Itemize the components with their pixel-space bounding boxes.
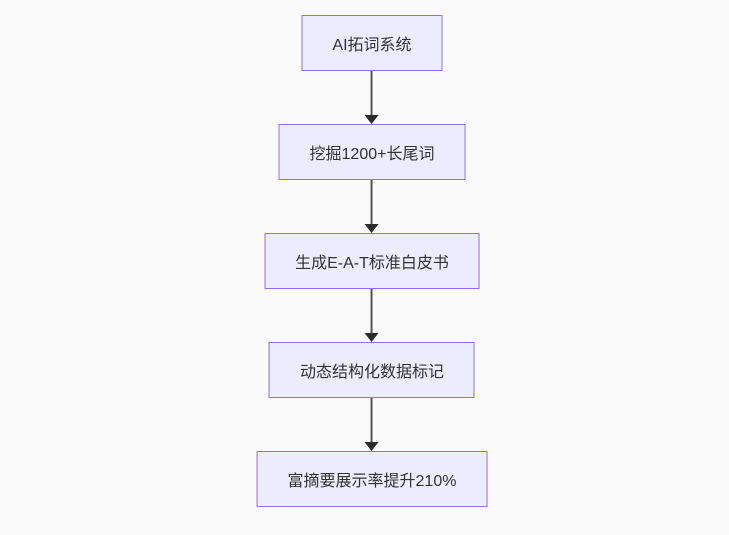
flow-node-ai-word-expansion-system: AI拓词系统	[301, 15, 443, 71]
arrow-connector-2	[365, 180, 379, 233]
flow-node-label: AI拓词系统	[332, 37, 412, 54]
flow-node-label: 富摘要展示率提升210%	[287, 473, 457, 490]
arrow-line	[371, 289, 373, 333]
flow-node-eat-whitepaper: 生成E-A-T标准白皮书	[264, 233, 480, 289]
flow-node-structured-data-markup: 动态结构化数据标记	[268, 342, 475, 398]
arrowhead-down-icon	[365, 115, 379, 124]
arrow-line	[371, 71, 373, 115]
flow-node-label: 生成E-A-T标准白皮书	[295, 255, 449, 272]
flow-node-label: 挖掘1200+长尾词	[309, 146, 435, 163]
arrow-line	[371, 398, 373, 442]
flow-node-rich-snippet-rate: 富摘要展示率提升210%	[256, 451, 488, 507]
flow-node-label: 动态结构化数据标记	[299, 364, 444, 381]
flowchart-column: AI拓词系统 挖掘1200+长尾词 生成E-A-T标准白皮书 动态结构化数据标记	[256, 15, 488, 507]
arrow-connector-3	[365, 289, 379, 342]
arrow-line	[371, 180, 373, 224]
arrowhead-down-icon	[365, 333, 379, 342]
arrowhead-down-icon	[365, 224, 379, 233]
arrow-connector-4	[365, 398, 379, 451]
arrowhead-down-icon	[365, 442, 379, 451]
flow-node-longtail-keywords: 挖掘1200+长尾词	[278, 124, 466, 180]
arrow-connector-1	[365, 71, 379, 124]
